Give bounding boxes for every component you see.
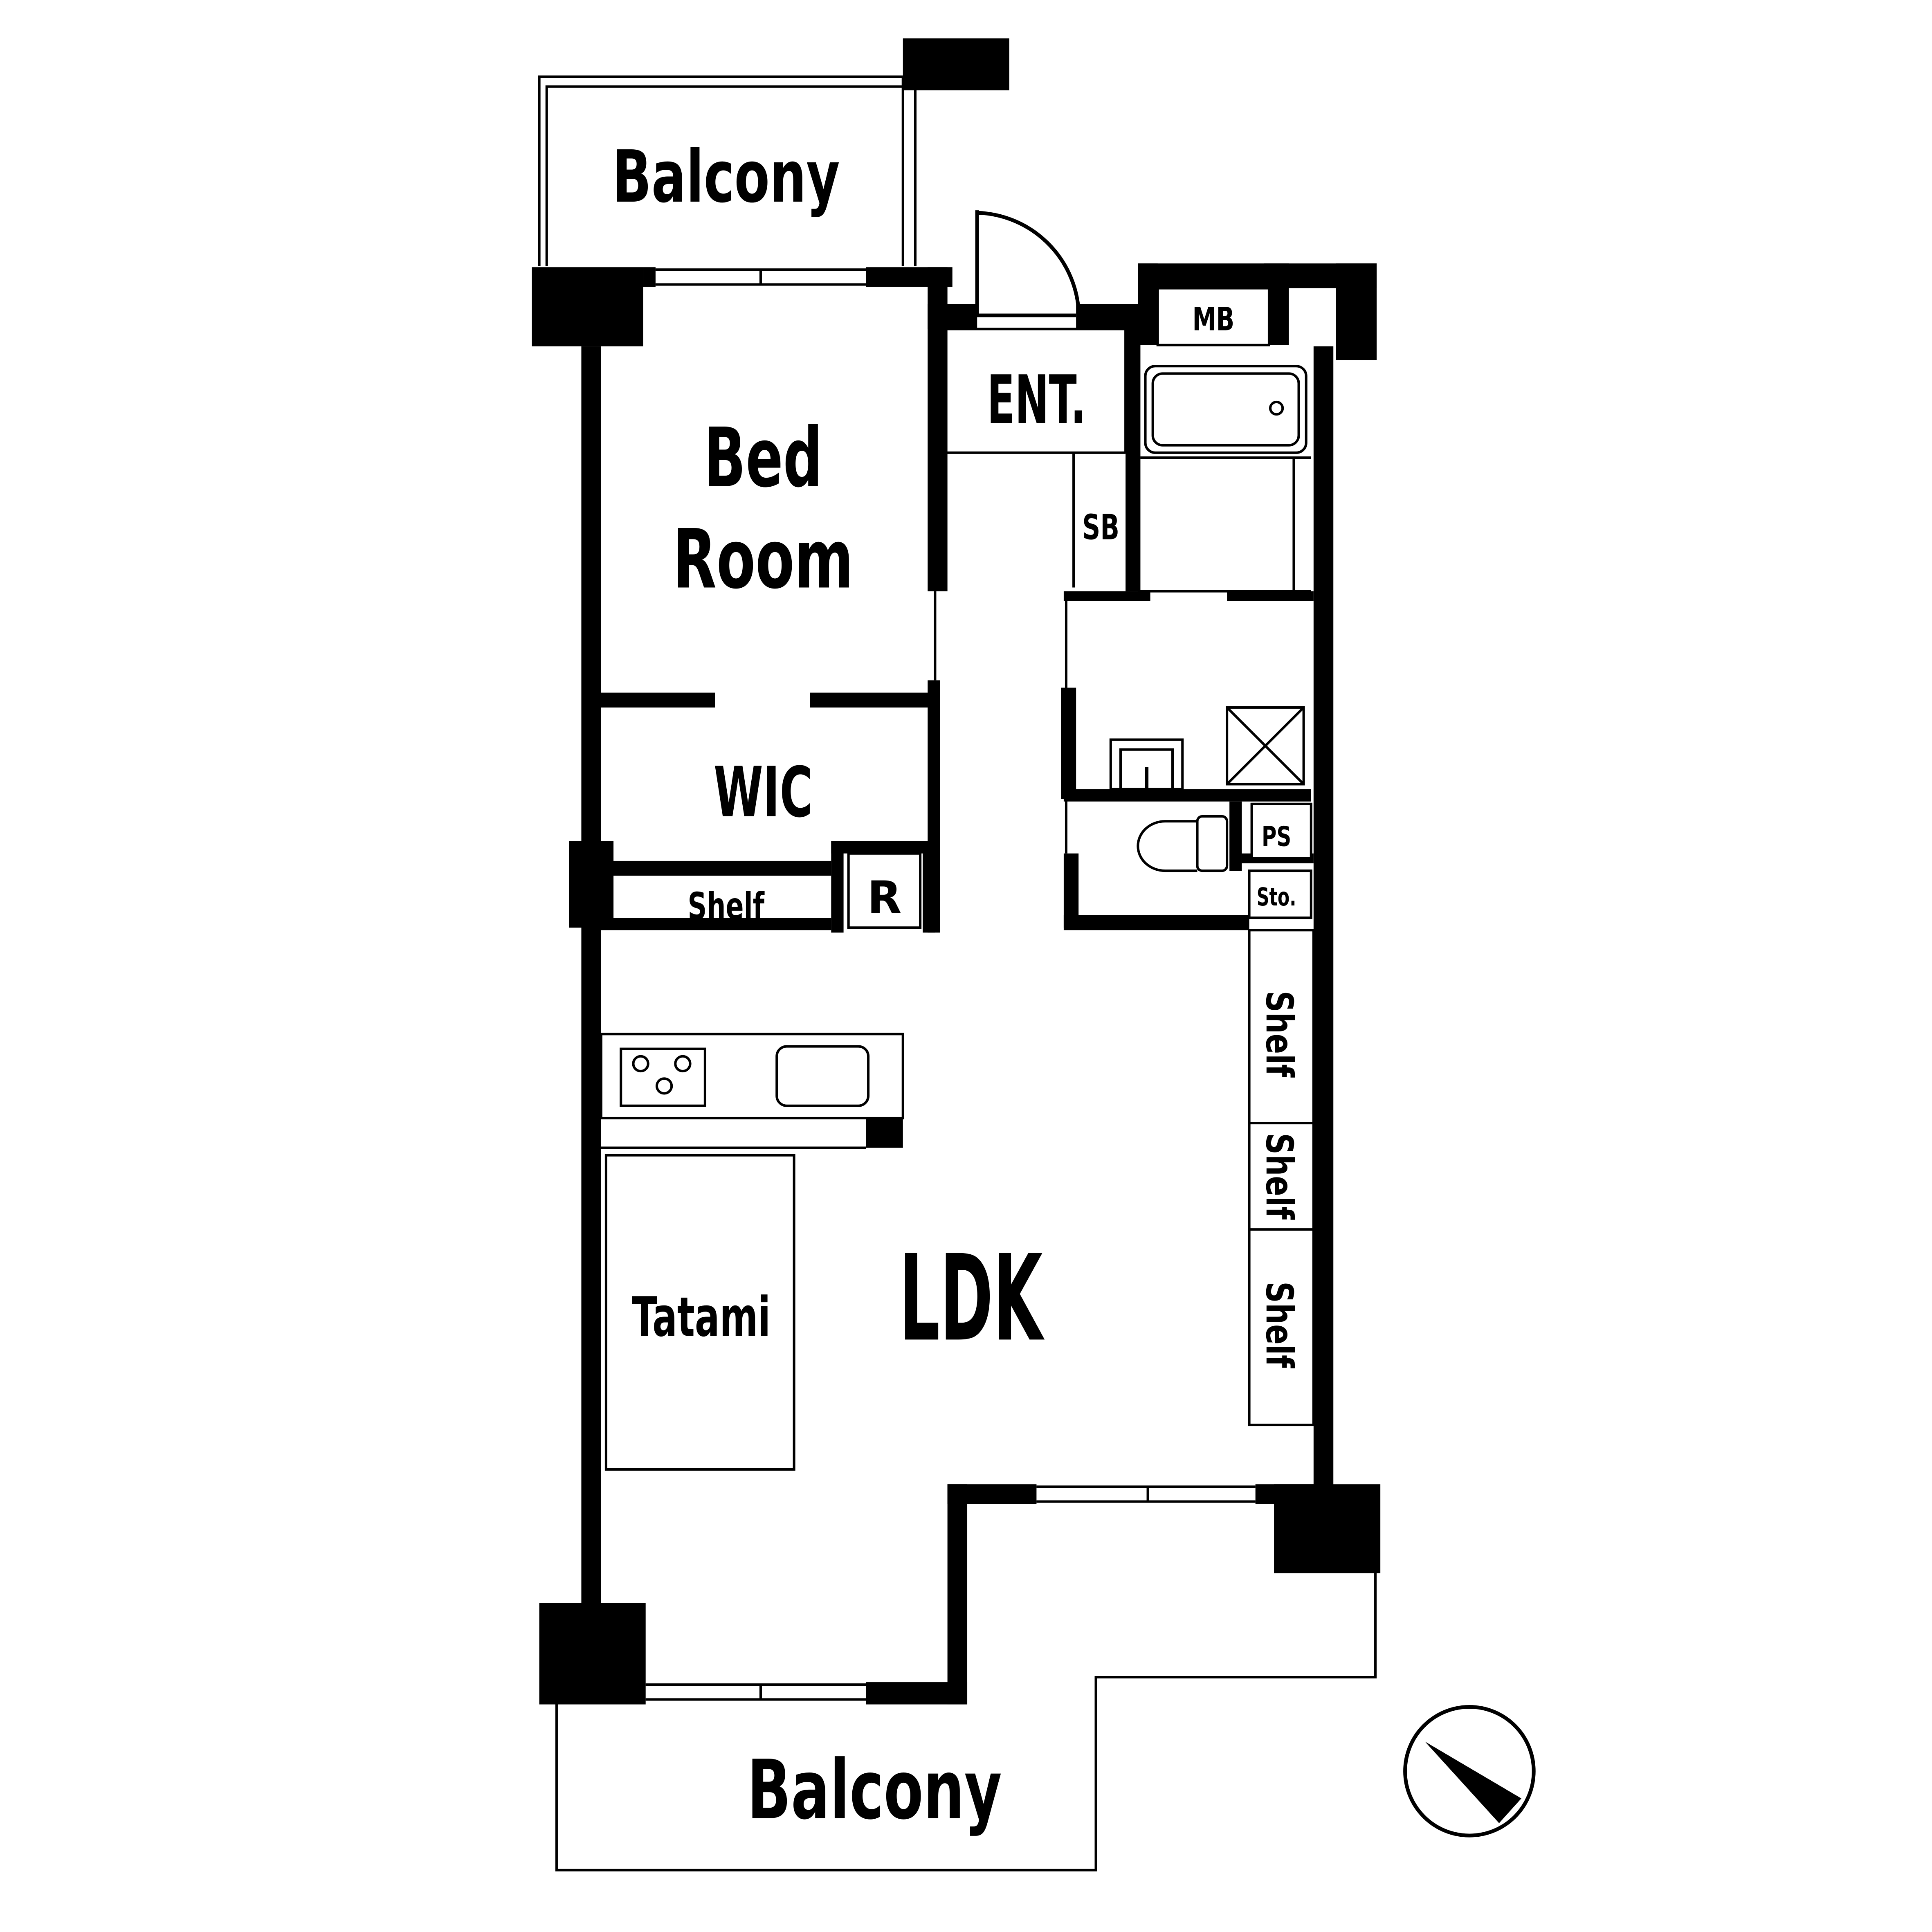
entrance-label: ENT. <box>987 361 1086 439</box>
shoe-box-label: SB <box>1082 507 1119 548</box>
bathtub-icon <box>1144 365 1307 454</box>
storage-label: Sto. <box>1257 883 1296 912</box>
ldk-label: LDK <box>899 1230 1045 1368</box>
meter-box <box>1156 287 1270 346</box>
refrigerator <box>847 852 922 929</box>
kitchen-sink-icon <box>775 1045 870 1107</box>
entrance-door <box>972 210 1081 317</box>
bedroom-label-line2: Room <box>673 512 854 607</box>
column-top-left <box>532 267 643 346</box>
tatami-label: Tatami <box>632 1285 771 1349</box>
shelf-right-2-label: Shelf <box>1258 1133 1301 1220</box>
shelves-right <box>1248 929 1315 1427</box>
interior-walls <box>601 329 1314 1148</box>
bedroom-label-line1: Bed <box>704 411 822 506</box>
shelf-right-3-label: Shelf <box>1258 1281 1301 1368</box>
shelf-wic-label: Shelf <box>688 885 765 928</box>
balcony-bottom-label: Balcony <box>747 1743 1002 1838</box>
shelf-right-1-label: Shelf <box>1258 991 1301 1078</box>
refrigerator-label: R <box>867 872 901 923</box>
toilet-icon <box>1137 815 1229 872</box>
wic-label: WIC <box>714 752 813 833</box>
storage <box>1248 869 1312 919</box>
balcony-top-area <box>538 75 917 266</box>
meter-box-label: MB <box>1192 300 1234 338</box>
sink-icon <box>1109 738 1184 791</box>
exterior-walls <box>569 263 1377 1705</box>
washing-machine-icon <box>1226 706 1305 786</box>
pipe-space <box>1250 802 1312 860</box>
stove-icon <box>620 1047 706 1107</box>
pipe-space-label: PS <box>1262 821 1292 853</box>
column-top-right-balcony <box>903 38 1009 90</box>
kitchen-counter <box>600 1033 904 1149</box>
balcony-top-label: Balcony <box>612 135 840 219</box>
column-bottom-left <box>539 1603 646 1705</box>
windows <box>645 268 1256 1701</box>
compass-north-icon <box>1403 1705 1536 1838</box>
tatami-area <box>604 1154 795 1471</box>
balcony-bottom-area <box>555 1573 1377 1871</box>
